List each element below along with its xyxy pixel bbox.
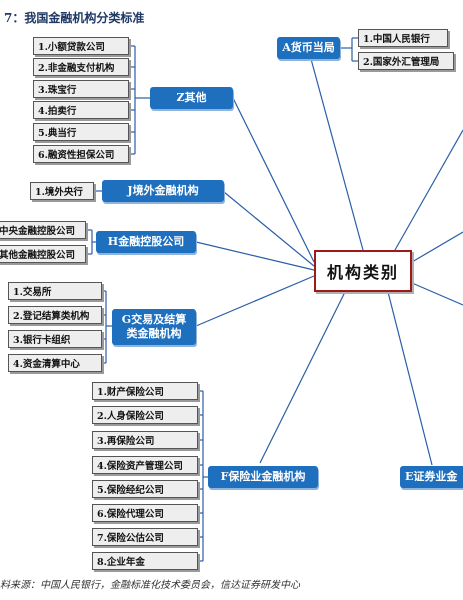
item-z-6: 6.融资性担保公司 xyxy=(33,145,129,163)
item-a-2: 2.国家外汇管理局 xyxy=(358,52,454,70)
item-f-3: 3.再保险公司 xyxy=(92,431,198,449)
source-note: 料来源：中国人民银行，金融标准化技术委员会，信达证券研发中心 xyxy=(0,580,300,591)
item-g-2: 2.登记结算类机构 xyxy=(8,306,102,324)
item-g-4: 4.资金清算中心 xyxy=(8,354,102,372)
item-h-2: 其他金融控股公司 xyxy=(0,245,86,263)
item-f-5: 5.保险经纪公司 xyxy=(92,480,198,498)
item-z-1: 1.小额贷款公司 xyxy=(33,37,129,55)
item-g-3: 3.银行卡组织 xyxy=(8,330,102,348)
category-z: Z其他 xyxy=(150,87,233,109)
category-e: E证券业金 xyxy=(400,466,463,488)
item-j-1: 1.境外央行 xyxy=(30,182,94,200)
category-a: A货币当局 xyxy=(277,37,340,59)
item-z-5: 5.典当行 xyxy=(33,123,129,141)
item-f-6: 6.保险代理公司 xyxy=(92,504,198,522)
item-f-1: 1.财产保险公司 xyxy=(92,382,198,400)
category-h: H金融控股公司 xyxy=(96,231,196,253)
item-g-1: 1.交易所 xyxy=(8,282,102,300)
item-f-2: 2.人身保险公司 xyxy=(92,406,198,424)
item-f-4: 4.保险资产管理公司 xyxy=(92,456,198,474)
item-z-4: 4.拍卖行 xyxy=(33,101,129,119)
item-a-1: 1.中国人民银行 xyxy=(358,29,448,47)
figure-title: 7：我国金融机构分类标准 xyxy=(4,11,145,25)
item-h-1: 中央金融控股公司 xyxy=(0,221,86,239)
category-f: F保险业金融机构 xyxy=(208,466,318,488)
item-z-2: 2.非金融支付机构 xyxy=(33,58,129,76)
center-node: 机构类别 xyxy=(314,250,412,292)
item-f-7: 7.保险公估公司 xyxy=(92,528,198,546)
item-z-3: 3.珠宝行 xyxy=(33,80,129,98)
category-j: J境外金融机构 xyxy=(102,180,224,202)
item-f-8: 8.企业年金 xyxy=(92,552,198,570)
category-g: G交易及结算 类金融机构 xyxy=(112,309,196,345)
